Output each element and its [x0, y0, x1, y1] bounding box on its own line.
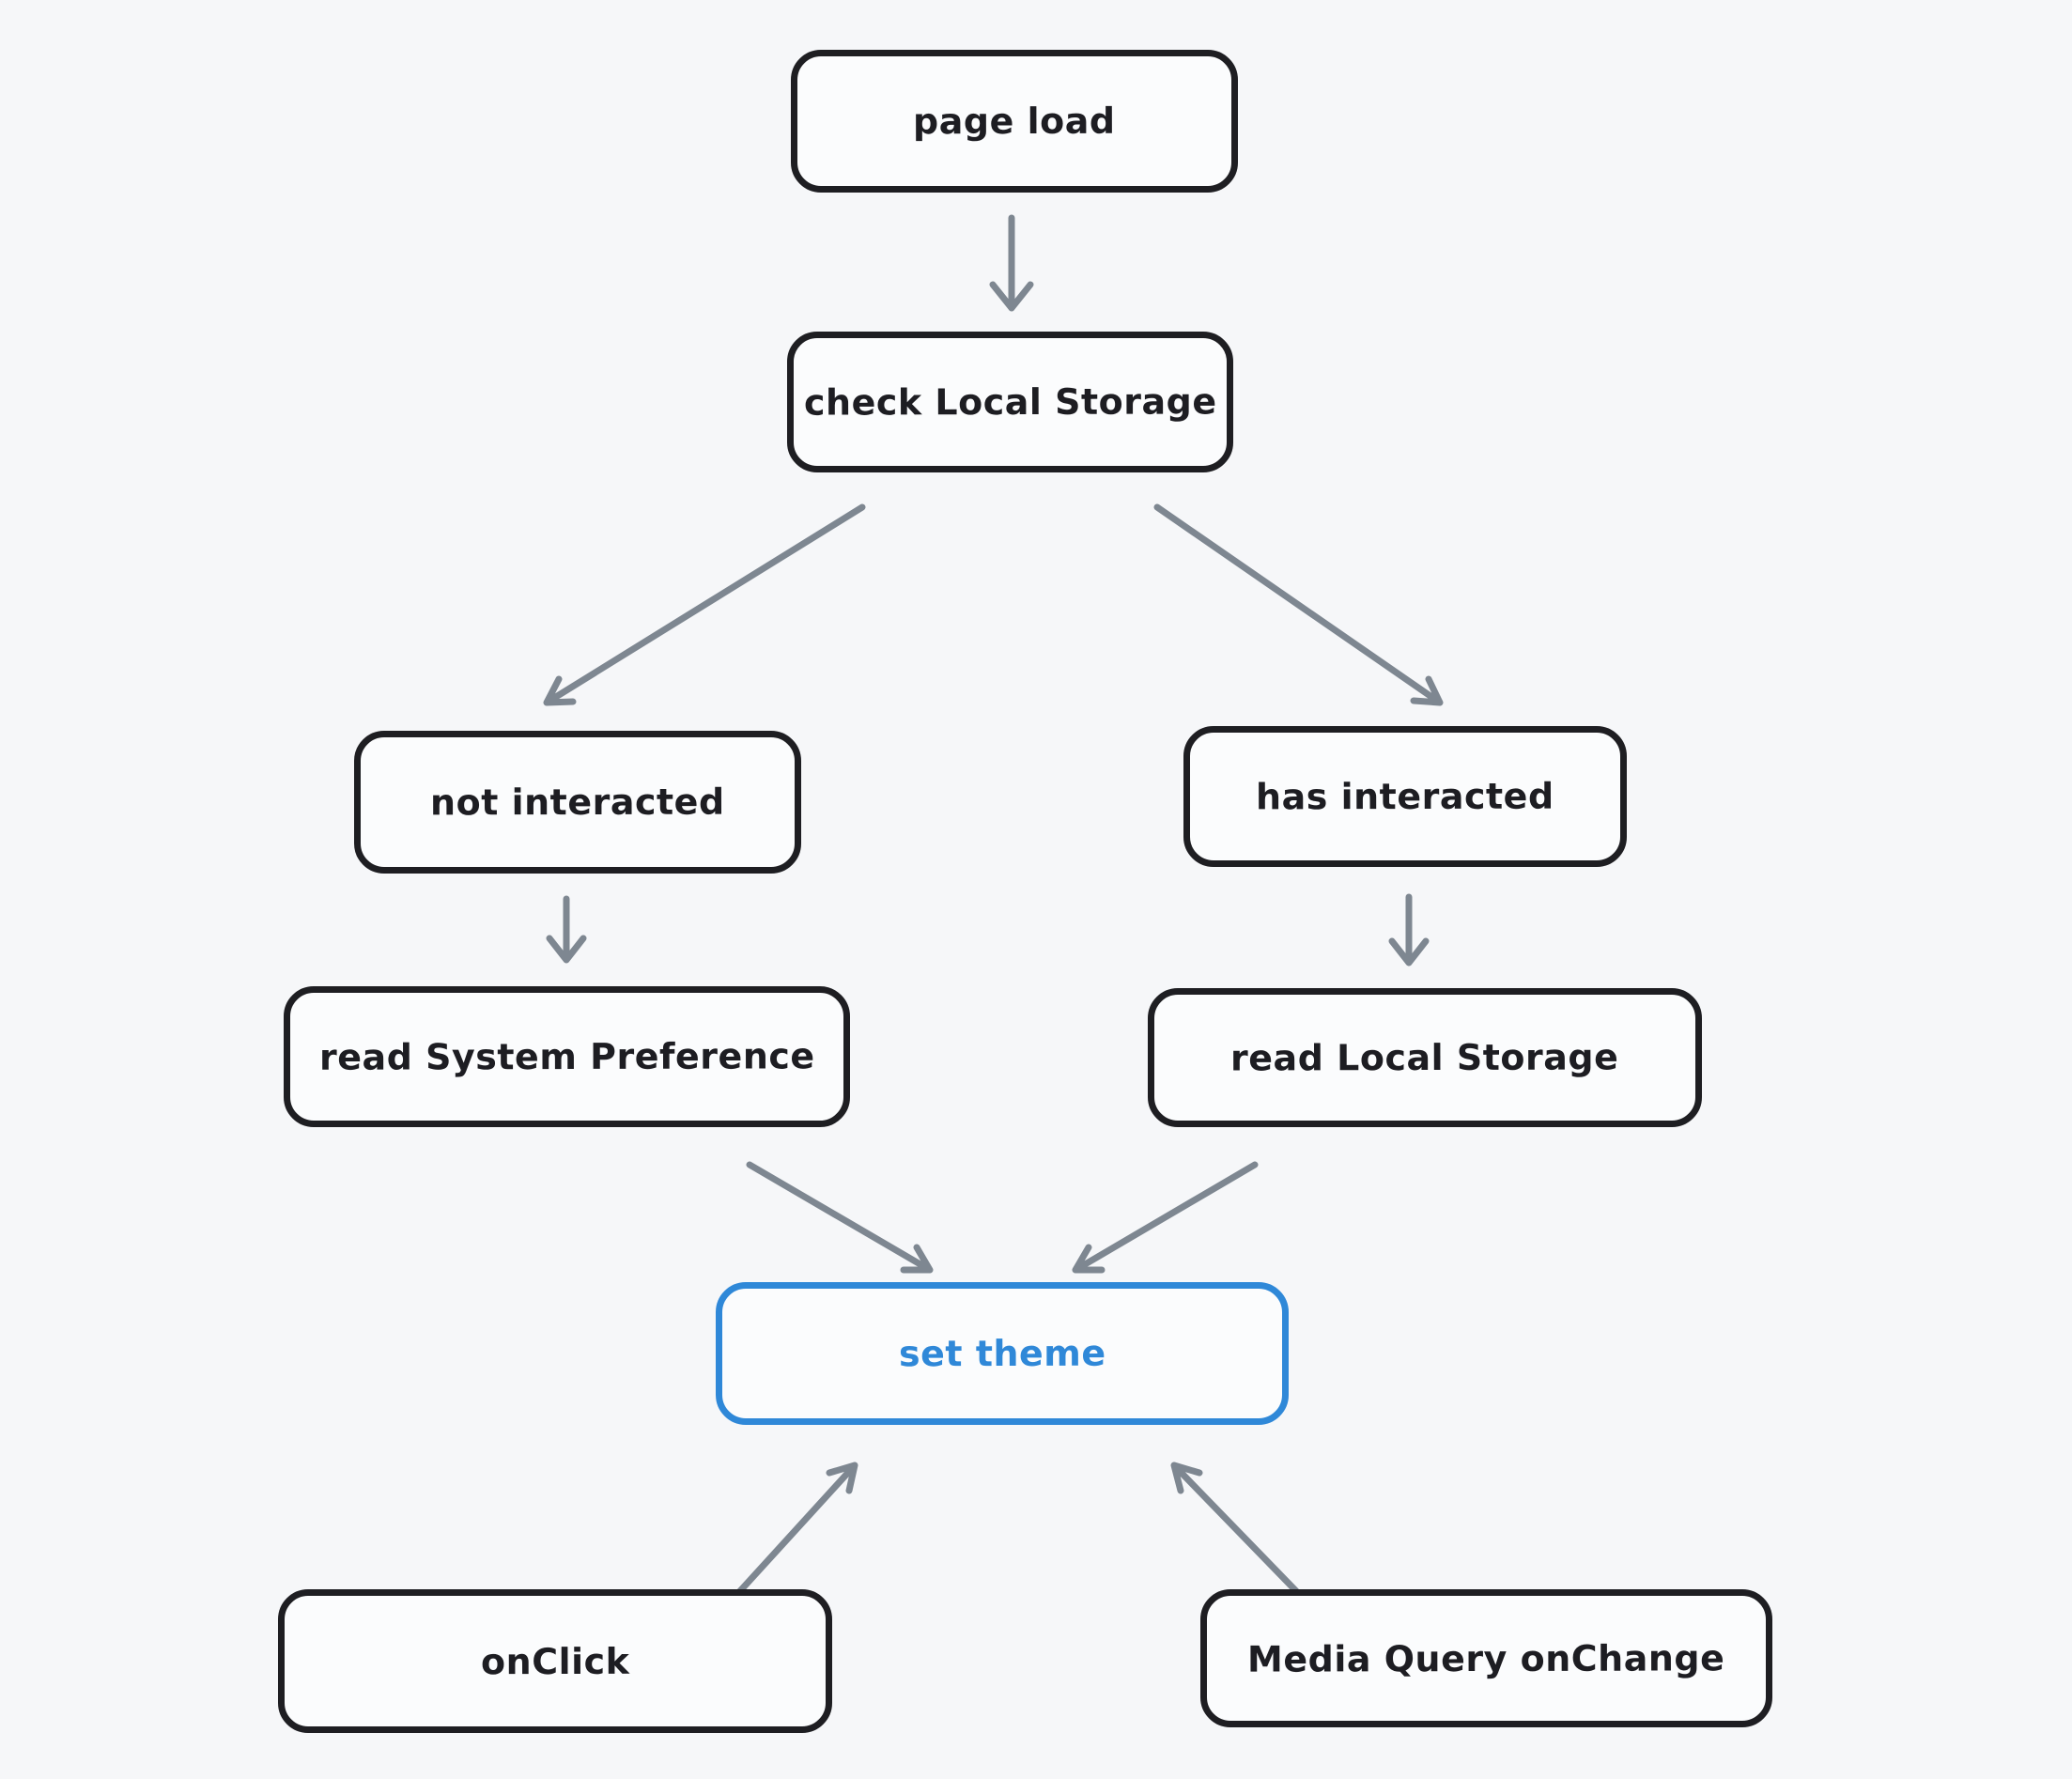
node-has-interacted-label: has interacted [1256, 775, 1554, 818]
node-not-interacted[interactable]: not interacted [354, 731, 801, 874]
arrow-readsystem-to-settheme [746, 1161, 934, 1274]
node-onclick-label: onClick [480, 1640, 630, 1682]
node-read-local-storage[interactable]: read Local Storage [1148, 988, 1702, 1127]
node-check-local-storage-label: check Local Storage [803, 380, 1217, 424]
arrow-check-to-has-interacted [1153, 503, 1444, 706]
node-onclick[interactable]: onClick [278, 1589, 832, 1733]
node-has-interacted[interactable]: has interacted [1183, 726, 1627, 867]
node-check-local-storage[interactable]: check Local Storage [787, 332, 1233, 472]
node-read-local-storage-label: read Local Storage [1230, 1036, 1619, 1079]
node-read-system-preference-label: read System Preference [318, 1035, 815, 1078]
node-page-load[interactable]: page load [791, 50, 1238, 193]
arrow-pageload-to-check [989, 214, 1034, 312]
node-set-theme[interactable]: set theme [716, 1282, 1289, 1425]
arrow-check-to-not-interacted [543, 503, 866, 706]
arrow-notinteracted-to-readsystem [546, 895, 587, 964]
node-read-system-preference[interactable]: read System Preference [284, 986, 850, 1127]
node-media-query-onchange-label: Media Query onChange [1247, 1636, 1725, 1680]
node-media-query-onchange[interactable]: Media Query onChange [1200, 1589, 1772, 1727]
node-set-theme-label: set theme [898, 1332, 1106, 1375]
node-page-load-label: page load [913, 100, 1116, 143]
arrow-hasinteracted-to-readlocal [1388, 893, 1430, 967]
node-not-interacted-label: not interacted [430, 781, 725, 824]
arrow-readlocal-to-settheme [1072, 1161, 1259, 1274]
